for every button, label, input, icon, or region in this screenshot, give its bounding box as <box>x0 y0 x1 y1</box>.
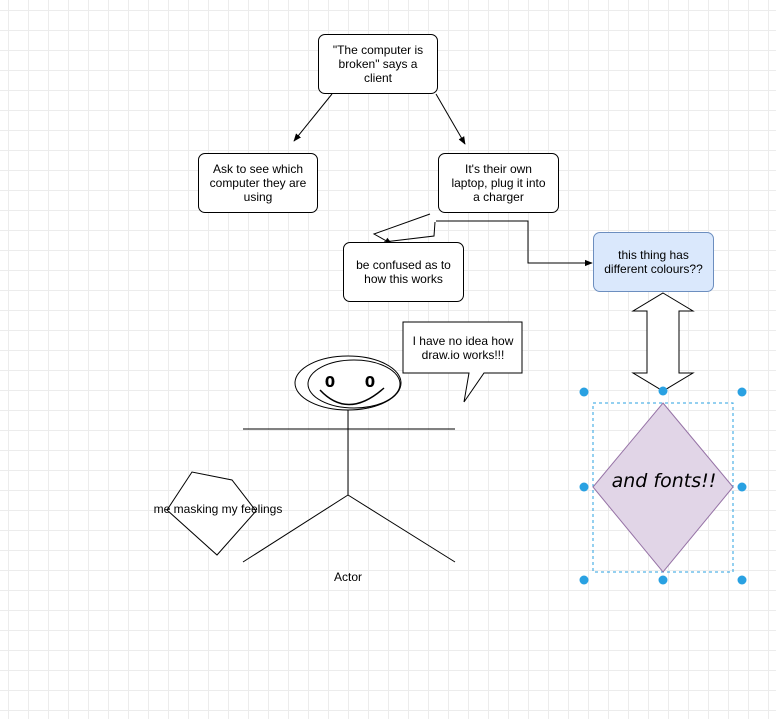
edge-laptop-to-colours[interactable] <box>436 220 593 267</box>
resize-handle-bottom-right[interactable] <box>737 575 747 585</box>
resize-handle-bottom-left[interactable] <box>579 575 589 585</box>
edge-tangled-loop[interactable] <box>383 221 436 243</box>
actor-face <box>307 359 401 409</box>
actor-left-leg <box>242 494 349 563</box>
edge-client-to-laptop[interactable] <box>435 93 466 145</box>
actor-right-eye: 0 <box>365 373 375 391</box>
speech-bubble-label: I have no idea how draw.io works!!! <box>412 334 514 362</box>
pentagon-arrow-shape[interactable] <box>166 471 257 556</box>
actor-label: Actor <box>333 570 362 584</box>
actor-figure[interactable]: 0 0 <box>242 355 456 563</box>
node-ask-which-computer-label: Ask to see which computer they are using <box>209 162 307 204</box>
node-different-colours[interactable]: this thing has different colours?? <box>593 232 714 292</box>
node-different-colours-label: this thing has different colours?? <box>604 248 703 276</box>
resize-handle-top-left[interactable] <box>579 387 589 397</box>
edge-laptop-to-confused[interactable] <box>372 213 431 245</box>
node-be-confused[interactable]: be confused as to how this works <box>343 242 464 302</box>
actor-smile <box>319 387 385 406</box>
resize-handle-top[interactable] <box>658 386 668 396</box>
node-ask-which-computer[interactable]: Ask to see which computer they are using <box>198 153 318 213</box>
resize-handle-right[interactable] <box>737 482 747 492</box>
node-computer-broken[interactable]: "The computer is broken" says a client <box>318 34 438 94</box>
node-own-laptop-label: It's their own laptop, plug it into a ch… <box>451 162 546 204</box>
double-arrow[interactable] <box>631 292 695 392</box>
node-own-laptop[interactable]: It's their own laptop, plug it into a ch… <box>438 153 559 213</box>
diamond-label: and fonts!! <box>611 470 717 492</box>
edge-client-to-ask[interactable] <box>293 93 333 142</box>
resize-handle-top-right[interactable] <box>737 387 747 397</box>
speech-bubble[interactable] <box>402 321 523 403</box>
resize-handle-bottom[interactable] <box>658 575 668 585</box>
node-be-confused-label: be confused as to how this works <box>356 258 451 286</box>
actor-right-leg <box>347 494 456 563</box>
node-computer-broken-label: "The computer is broken" says a client <box>332 43 424 85</box>
actor-left-eye: 0 <box>325 373 335 391</box>
resize-handle-left[interactable] <box>579 482 589 492</box>
pentagon-arrow-label: me masking my feelings <box>153 502 283 516</box>
diamond-shape[interactable] <box>592 402 734 573</box>
